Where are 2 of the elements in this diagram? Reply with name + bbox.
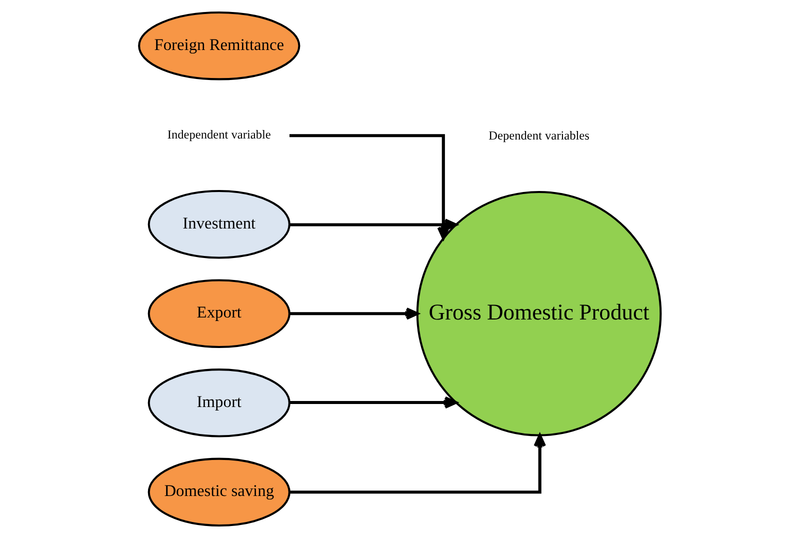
- label: Dependent variables: [488, 128, 590, 142]
- node-text: Independent variable: [167, 127, 271, 142]
